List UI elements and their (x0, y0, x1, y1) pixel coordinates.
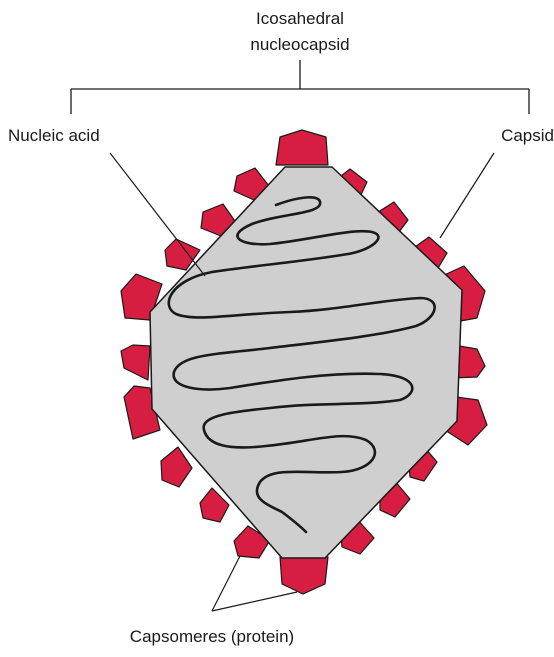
capsomeres-label: Capsomeres (protein) (130, 627, 294, 646)
nucleic-acid-label: Nucleic acid (8, 126, 100, 145)
capsomere-leader-2 (212, 592, 297, 611)
capsid-leader (440, 153, 494, 238)
capsomere (161, 447, 192, 487)
capsomere (280, 557, 328, 594)
capsomere (276, 130, 328, 165)
title-line-2: nucleocapsid (250, 35, 349, 54)
capsomere (121, 345, 150, 380)
capsid-body (150, 167, 462, 558)
nucleic-acid-leader (110, 153, 205, 276)
capsid-label: Capsid (501, 126, 554, 145)
title-bracket (71, 60, 529, 114)
title-line-1: Icosahedral (256, 9, 344, 28)
capsomere-leader-1 (212, 556, 240, 611)
